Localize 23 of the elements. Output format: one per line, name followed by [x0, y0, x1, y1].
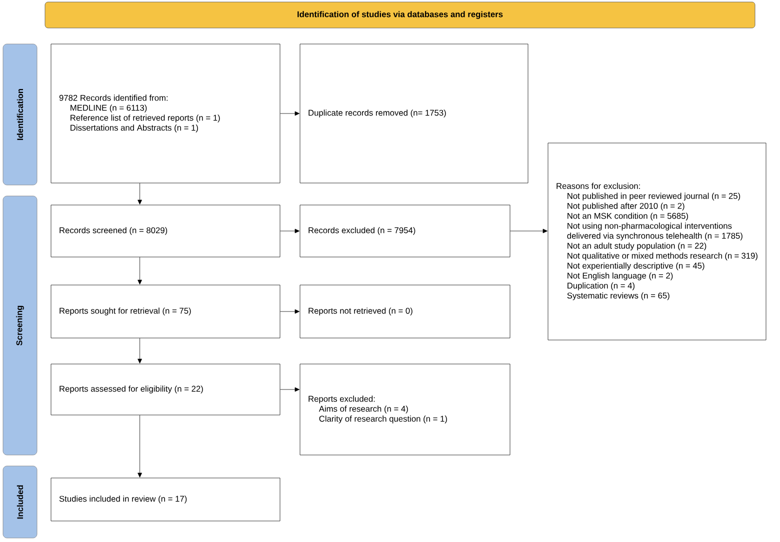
- arrow: [280, 111, 300, 116]
- process-box: 9782 Records identified from: MEDLINE (n = 6113) Reference list of retrieved reports (n = 1) Dissertations and Abstracts (n = 1): [50, 44, 280, 184]
- process-box: Records excluded (n = 7954): [300, 204, 510, 258]
- arrow: [280, 228, 300, 234]
- arrow: [280, 387, 300, 392]
- arrow: [510, 228, 548, 234]
- process-box: Studies included in review (n = 17): [50, 478, 280, 522]
- phase-banner: Identification of studies via databases and registers: [44, 2, 756, 28]
- process-box: Reasons for exclusion: Not published in peer reviewed journal (n = 25) Not published after 2010 (n = 2) Not an MSK condition (n = 5685) Not using non-pharmacological interventions delivered via synchronous telehealth (n = 1785) Not an adult study population (n = 22) Not qualitative or mixed methods research (n = 319) Not experientially descriptive (n = 45) Not English language (n = 2) Duplication (n = 4) Systematic reviews (n = 65): [548, 142, 766, 340]
- process-box: Reports not retrieved (n = 0): [300, 284, 510, 338]
- arrow: [138, 183, 142, 204]
- arrow: [138, 415, 142, 478]
- phase-band: Screening: [2, 196, 38, 456]
- phase-band: Included: [2, 466, 38, 538]
- process-box: Duplicate records removed (n= 1753): [300, 44, 528, 184]
- process-box: Records screened (n = 8029): [50, 204, 280, 258]
- process-box: Reports excluded: Aims of research (n = 4) Clarity of research question (n = 1): [300, 364, 510, 456]
- process-box: Reports assessed for eligibility (n = 22): [50, 364, 280, 416]
- phase-band: Identification: [2, 44, 38, 186]
- arrow: [280, 309, 300, 314]
- arrow: [138, 257, 142, 284]
- process-box: Reports sought for retrieval (n = 75): [50, 284, 280, 338]
- arrow: [138, 338, 142, 364]
